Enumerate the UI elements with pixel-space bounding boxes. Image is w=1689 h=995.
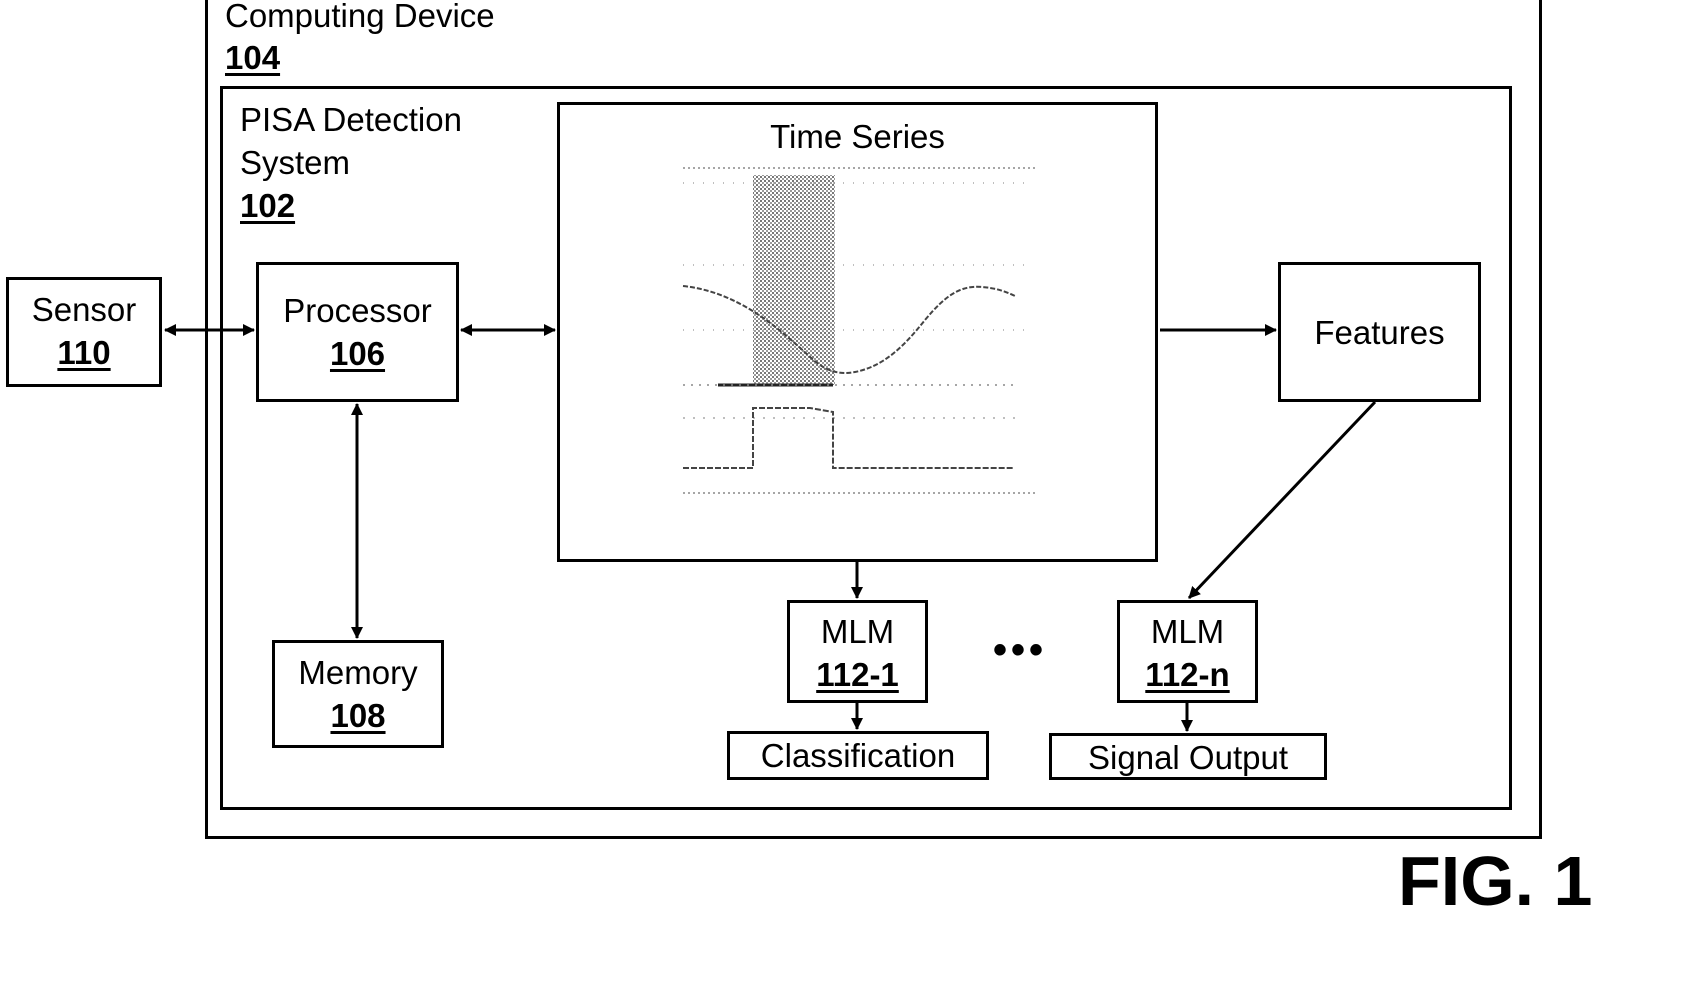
time-series-label: Time Series xyxy=(560,115,1155,158)
signal-output-label: Signal Output xyxy=(1052,736,1324,779)
mlm-ellipsis: ••• xyxy=(975,630,1065,670)
pisa-system-label-line2: System xyxy=(240,141,350,184)
classification-box: Classification xyxy=(727,731,989,780)
pisa-system-label-line1: PISA Detection xyxy=(240,98,462,141)
mlm-n-label: MLM xyxy=(1120,610,1255,653)
processor-box: Processor 106 xyxy=(256,262,459,402)
mlm-1-label: MLM xyxy=(790,610,925,653)
sensor-ref: 110 xyxy=(9,331,159,374)
mlm-n-ref: 112-n xyxy=(1120,653,1255,696)
time-series-box: Time Series xyxy=(557,102,1158,562)
processor-label: Processor xyxy=(259,289,456,332)
figure-label: FIG. 1 xyxy=(1398,846,1592,916)
memory-box: Memory 108 xyxy=(272,640,444,748)
computing-device-ref: 104 xyxy=(225,36,280,79)
mlm-n-box: MLM 112-n xyxy=(1117,600,1258,703)
classification-label: Classification xyxy=(730,734,986,777)
sensor-label: Sensor xyxy=(9,288,159,331)
features-label: Features xyxy=(1281,311,1478,354)
memory-label: Memory xyxy=(275,651,441,694)
features-box: Features xyxy=(1278,262,1481,402)
computing-device-label: Computing Device xyxy=(225,0,495,37)
mlm-1-box: MLM 112-1 xyxy=(787,600,928,703)
processor-ref: 106 xyxy=(259,332,456,375)
memory-ref: 108 xyxy=(275,694,441,737)
mlm-1-ref: 112-1 xyxy=(790,653,925,696)
signal-output-box: Signal Output xyxy=(1049,733,1327,780)
pisa-system-ref: 102 xyxy=(240,184,295,227)
sensor-box: Sensor 110 xyxy=(6,277,162,387)
